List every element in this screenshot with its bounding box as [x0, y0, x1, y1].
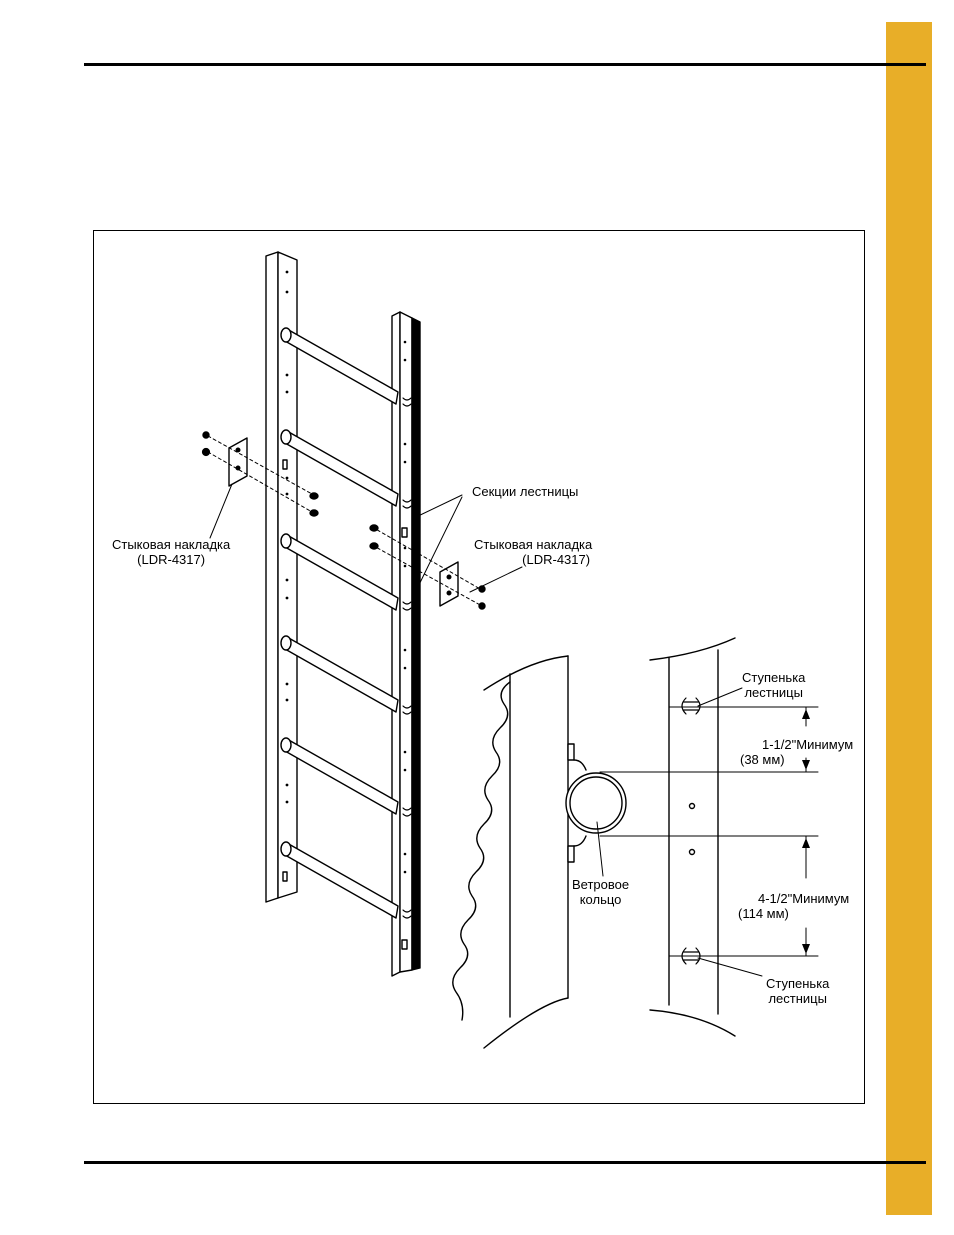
rung-bottom-label: Ступенька лестницы	[766, 976, 829, 1006]
min-small-mm: (38 мм)	[740, 752, 853, 767]
min-large-value: 4-1/2"Минимум	[758, 891, 849, 906]
right-splice-label: Стыковая накладка (LDR-4317)	[474, 537, 592, 567]
rung-top-line-1: Ступенька	[742, 670, 805, 685]
left-ladder-rail	[266, 252, 297, 902]
min-small-label: 1-1/2"Минимум (38 мм)	[762, 737, 853, 767]
rung-top-line-2: лестницы	[742, 685, 805, 700]
left-splice-name: Стыковая накладка	[112, 537, 230, 552]
min-large-label: 4-1/2"Минимум (114 мм)	[758, 891, 849, 921]
detail-leader-lines	[597, 688, 762, 976]
min-large-mm: (114 мм)	[738, 906, 849, 921]
right-splice-part: (LDR-4317)	[474, 552, 592, 567]
rail-detail	[650, 638, 735, 1036]
rung-bottom-line-2: лестницы	[766, 991, 829, 1006]
rung-bottom-line-1: Ступенька	[766, 976, 829, 991]
ladder-sections-label: Секции лестницы	[472, 484, 578, 499]
silo-wall-detail	[453, 656, 568, 1048]
wind-ring-label: Ветровое кольцо	[572, 877, 629, 907]
wind-ring-detail	[566, 744, 626, 862]
left-splice-label: Стыковая накладка (LDR-4317)	[112, 537, 230, 567]
ladder-rungs	[281, 328, 398, 918]
rung-top-label: Ступенька лестницы	[742, 670, 805, 700]
wind-ring-line-1: Ветровое	[572, 877, 629, 892]
right-splice-name: Стыковая накладка	[474, 537, 592, 552]
left-splice-part: (LDR-4317)	[112, 552, 230, 567]
right-ladder-rail	[392, 312, 420, 976]
wind-ring-line-2: кольцо	[572, 892, 629, 907]
min-small-value: 1-1/2"Минимум	[762, 737, 853, 752]
